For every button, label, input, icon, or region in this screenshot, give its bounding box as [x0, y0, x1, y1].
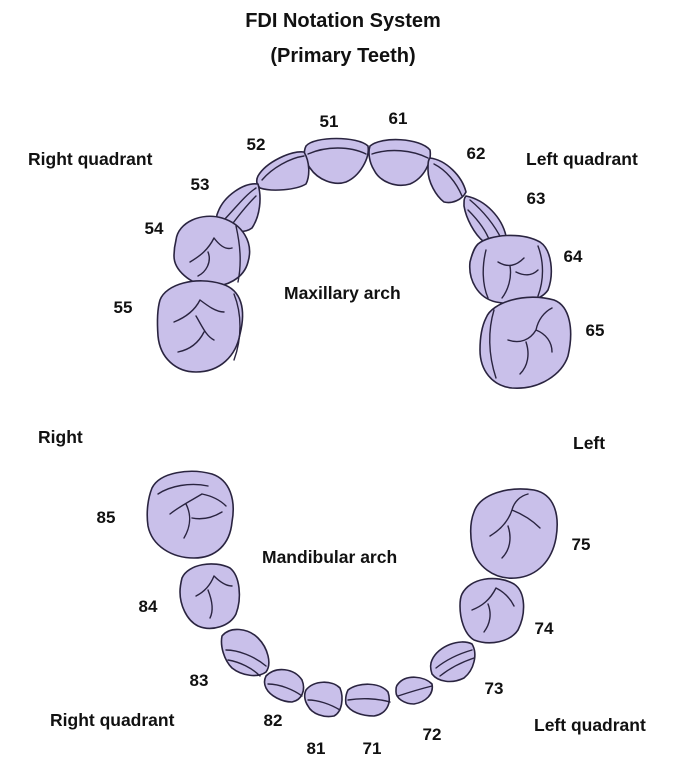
tooth-number-53: 53: [191, 175, 210, 194]
title-line-2: (Primary Teeth): [270, 45, 415, 67]
tooth-52: [257, 152, 309, 190]
tooth-85: [147, 471, 233, 558]
tooth-number-74: 74: [535, 619, 554, 638]
tooth-55: [157, 281, 242, 372]
tooth-72: [396, 677, 432, 704]
tooth-83: [221, 629, 268, 676]
tooth-65: [480, 297, 571, 388]
tooth-number-62: 62: [467, 144, 486, 163]
tooth-73: [431, 642, 475, 682]
tooth-81: [305, 682, 342, 716]
tooth-64: [470, 235, 552, 303]
tooth-number-65: 65: [586, 321, 605, 340]
tooth-number-83: 83: [190, 671, 209, 690]
tooth-75: [471, 489, 557, 578]
tooth-number-54: 54: [145, 219, 164, 238]
tooth-number-52: 52: [247, 135, 266, 154]
mandibular-arch-label: Mandibular arch: [262, 547, 397, 567]
tooth-51: [304, 139, 368, 184]
tooth-number-55: 55: [114, 298, 133, 317]
tooth-82: [265, 670, 304, 702]
tooth-number-51: 51: [320, 112, 339, 131]
tooth-number-85: 85: [97, 508, 116, 527]
title-line-1: FDI Notation System: [245, 10, 441, 32]
maxillary-arch-label: Maxillary arch: [284, 283, 401, 303]
tooth-number-64: 64: [564, 247, 583, 266]
tooth-number-72: 72: [423, 725, 442, 744]
mandibular-right-quadrant-label: Right quadrant: [50, 710, 175, 730]
maxillary-teeth: [157, 139, 570, 389]
tooth-number-82: 82: [264, 711, 283, 730]
tooth-74: [460, 579, 524, 643]
tooth-54: [174, 216, 250, 286]
tooth-62: [428, 158, 466, 203]
tooth-71: [346, 684, 390, 716]
tooth-number-63: 63: [527, 189, 546, 208]
mandibular-left-quadrant-label: Left quadrant: [534, 715, 646, 735]
maxillary-left-quadrant-label: Left quadrant: [526, 149, 638, 169]
maxillary-right-quadrant-label: Right quadrant: [28, 149, 153, 169]
tooth-84: [180, 564, 239, 628]
tooth-number-84: 84: [139, 597, 158, 616]
tooth-number-81: 81: [307, 739, 326, 758]
tooth-number-61: 61: [389, 109, 408, 128]
left-side-label: Left: [573, 433, 605, 453]
right-side-label: Right: [38, 427, 83, 447]
tooth-number-73: 73: [485, 679, 504, 698]
tooth-number-71: 71: [363, 739, 382, 758]
tooth-number-75: 75: [572, 535, 591, 554]
tooth-61: [369, 140, 430, 186]
